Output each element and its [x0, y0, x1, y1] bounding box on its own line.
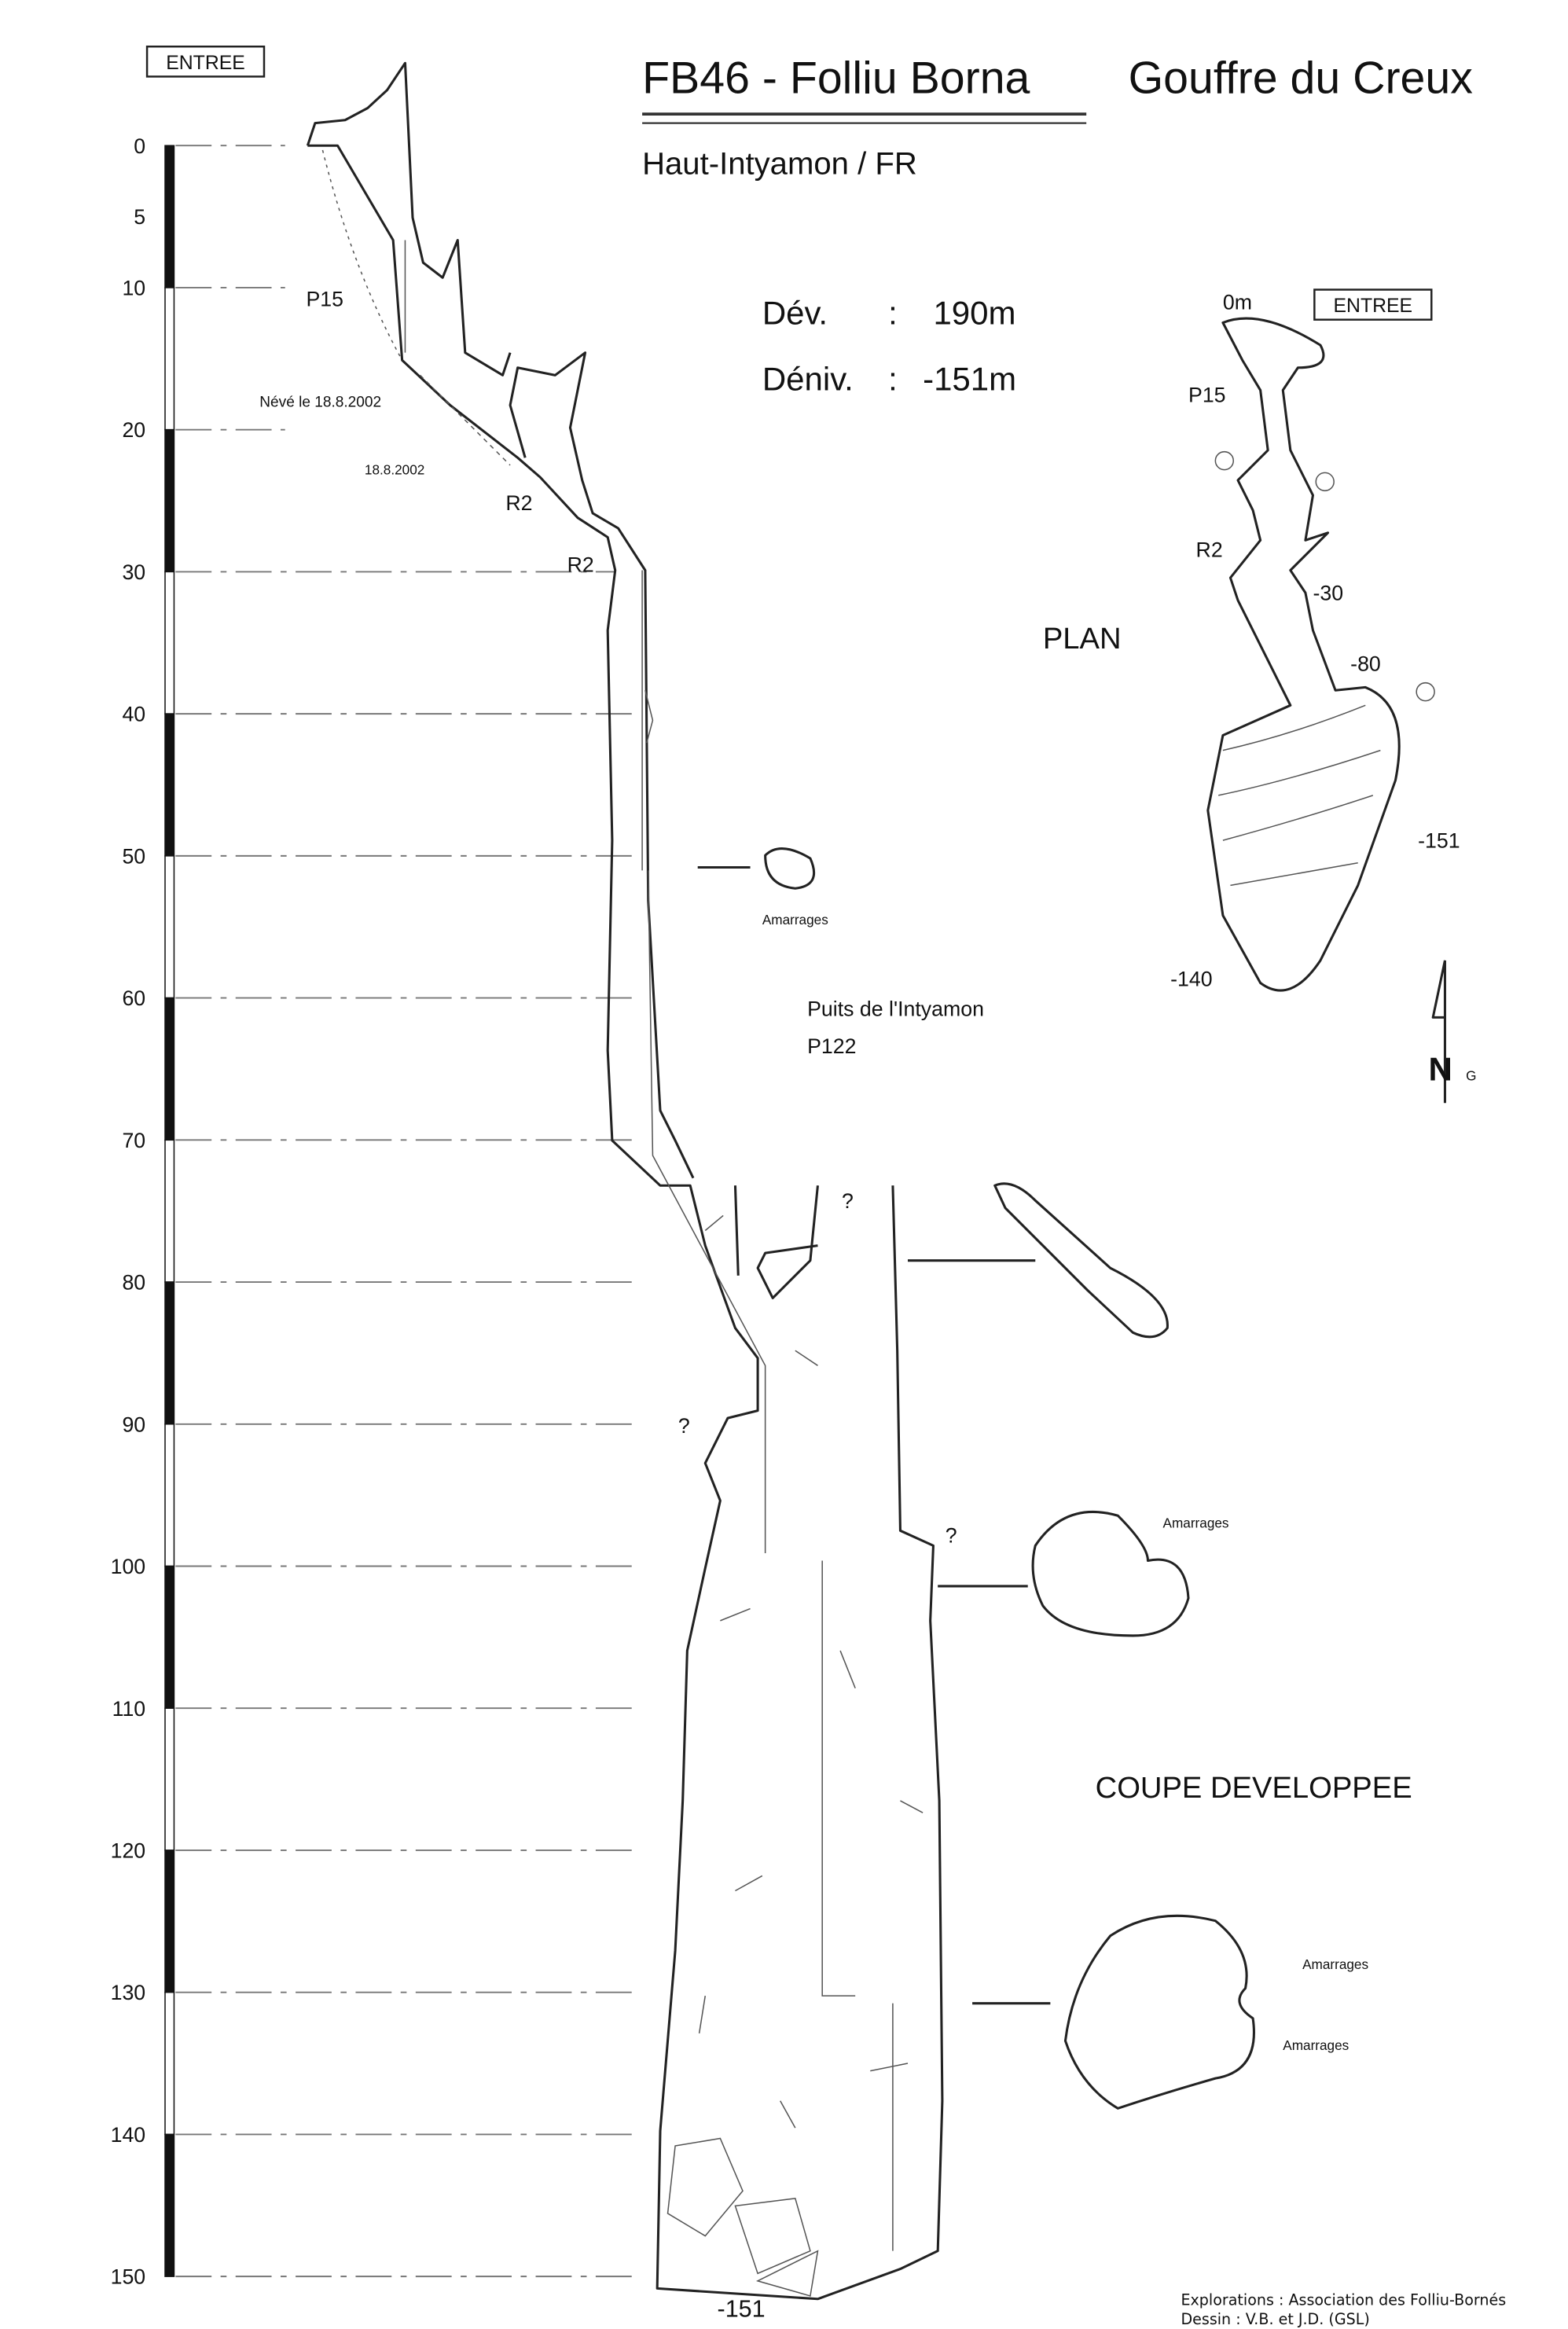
scale-segment — [164, 428, 175, 573]
dev-label: Dév. — [762, 294, 828, 331]
depth-tick-label: 30 — [122, 560, 145, 584]
scale-segment — [164, 1423, 175, 1567]
label-r2-2: R2 — [567, 553, 594, 576]
north-sub-label: G — [1466, 1068, 1476, 1084]
depth-tick-label: 70 — [122, 1129, 145, 1152]
scale-segment — [164, 145, 175, 288]
depth-tick-label: 110 — [112, 1697, 146, 1721]
scale-segment — [164, 1991, 175, 2136]
title-sub: Gouffre du Creux — [1129, 53, 1474, 103]
label-p122: P122 — [807, 1034, 856, 1058]
depth-tick-label: 120 — [111, 1839, 146, 1863]
scale-segment — [164, 2133, 175, 2277]
credit-explorations: Explorations : Association des Folliu-Bo… — [1181, 2290, 1506, 2309]
depth-tick-label: 0 — [134, 134, 145, 158]
cave-section — [306, 61, 1051, 2301]
scale-segment — [164, 1139, 175, 1283]
plan-label-80: -80 — [1350, 652, 1381, 675]
depth-tick-label: 20 — [122, 418, 145, 442]
depth-tick-label: 130 — [111, 1981, 146, 2004]
label-date: 18.8.2002 — [365, 461, 424, 477]
plan-label-140: -140 — [1170, 967, 1212, 990]
scale-segment — [164, 1565, 175, 1709]
title-main: FB46 - Folliu Borna — [642, 53, 1030, 103]
scale-segment — [164, 997, 175, 1141]
scale-segment — [164, 855, 175, 999]
label-puits: Puits de l'Intyamon — [807, 997, 984, 1021]
dev-value: 190m — [933, 294, 1015, 331]
plan-entrance-label: ENTREE — [1334, 296, 1413, 317]
depth-tick-label: 100 — [111, 1555, 146, 1578]
section-labels: P15 Névé le 18.8.2002 18.8.2002 R2 R2 Am… — [259, 288, 1412, 2323]
plan-label-r2: R2 — [1196, 538, 1223, 561]
depth-tick-label: 140 — [111, 2123, 146, 2147]
label-amarrages-4: Amarrages — [1283, 2037, 1349, 2053]
plan-title: PLAN — [1043, 622, 1122, 656]
depth-tick-label: 60 — [122, 986, 145, 1010]
label-bottom-depth: -151 — [718, 2296, 766, 2323]
plan-view: ENTREE PLAN 0m P15 R2 -30 -80 -151 -140 … — [1043, 288, 1477, 1104]
depth-tick-label: 5 — [134, 205, 145, 229]
scale-segment — [164, 287, 175, 431]
deniv-value: -151m — [923, 360, 1016, 397]
label-coupe-developpee: COUPE DEVELOPPEE — [1096, 1771, 1412, 1805]
label-neve: Névé le 18.8.2002 — [259, 394, 381, 410]
label-amarrages-1: Amarrages — [762, 912, 828, 928]
dev-sep: : — [888, 294, 898, 331]
label-question-2: ? — [678, 1414, 690, 1438]
plan-label-151: -151 — [1418, 829, 1460, 853]
label-r2-1: R2 — [505, 491, 532, 515]
cross-sections — [764, 847, 1255, 2110]
depth-tick-label: 90 — [122, 1412, 145, 1436]
scale-segment — [164, 1707, 175, 1851]
entrance-label: ENTREE — [166, 53, 245, 74]
entrance-box-section: ENTREE — [145, 45, 266, 78]
plan-label-p15: P15 — [1188, 384, 1226, 407]
stats: Dév. : 190m Déniv. : -151m — [762, 294, 1016, 397]
deniv-label: Déniv. — [762, 360, 854, 397]
depth-tick-label: 40 — [122, 703, 145, 726]
label-amarrages-3: Amarrages — [1302, 1956, 1368, 1972]
north-label: N — [1428, 1051, 1452, 1088]
plan-label-0m: 0m — [1223, 290, 1252, 314]
depth-scale: 0 5 10 20 30 40 50 60 70 80 90 100 110 120 130 140 150 — [111, 134, 638, 2289]
deniv-sep: : — [888, 360, 898, 397]
depth-tick-label: 50 — [122, 844, 145, 868]
scale-segment — [164, 713, 175, 857]
credit-dessin: Dessin : V.B. et J.D. (GSL) — [1181, 2310, 1369, 2328]
depth-tick-label: 80 — [122, 1271, 145, 1295]
label-question-1: ? — [842, 1189, 854, 1213]
depth-tick-label: 150 — [111, 2265, 146, 2289]
region-label: Haut-Intyamon / FR — [642, 147, 917, 182]
scale-segment — [164, 1281, 175, 1425]
label-question-3: ? — [946, 1524, 957, 1548]
scale-segment — [164, 571, 175, 714]
depth-tick-label: 10 — [122, 277, 145, 300]
plan-label-30: -30 — [1313, 582, 1343, 605]
north-arrow-icon: N G — [1428, 960, 1477, 1104]
label-amarrages-2: Amarrages — [1163, 1515, 1229, 1531]
scale-segment — [164, 1850, 175, 1993]
label-p15: P15 — [306, 288, 343, 311]
